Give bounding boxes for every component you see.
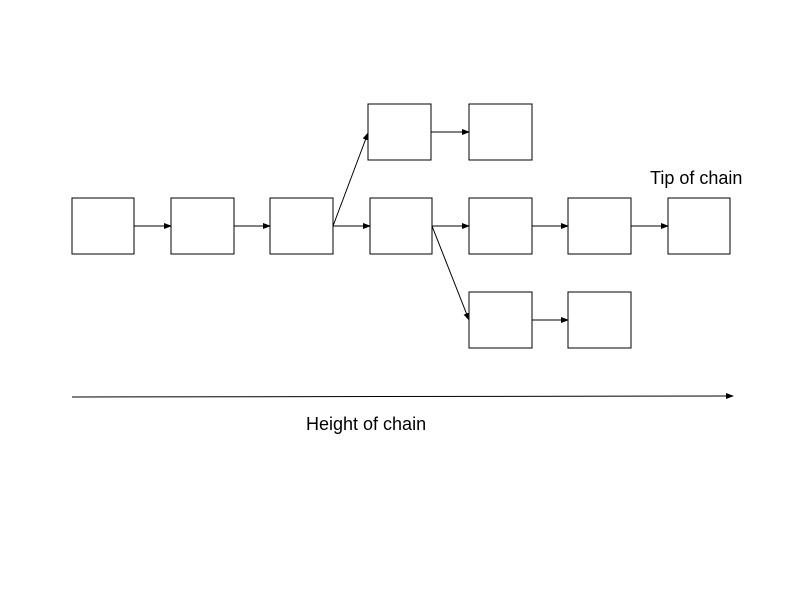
block-main-6	[567, 197, 632, 255]
height-of-chain-label: Height of chain	[306, 414, 426, 434]
block-main-tip	[667, 197, 731, 255]
block-main-4	[369, 197, 433, 255]
block-main-1	[71, 197, 135, 255]
block-lower-fork-1	[468, 291, 533, 349]
edge-fork-up	[332, 132, 369, 227]
block-upper-fork-1	[367, 103, 432, 161]
block-main-3	[269, 197, 334, 255]
block-main-5	[468, 197, 533, 255]
block-main-2	[170, 197, 235, 255]
edge-fork-down	[431, 225, 470, 321]
height-axis-arrow	[71, 393, 734, 400]
block-upper-fork-2	[468, 103, 533, 161]
block-lower-fork-2	[567, 291, 632, 349]
tip-of-chain-label: Tip of chain	[650, 168, 742, 188]
